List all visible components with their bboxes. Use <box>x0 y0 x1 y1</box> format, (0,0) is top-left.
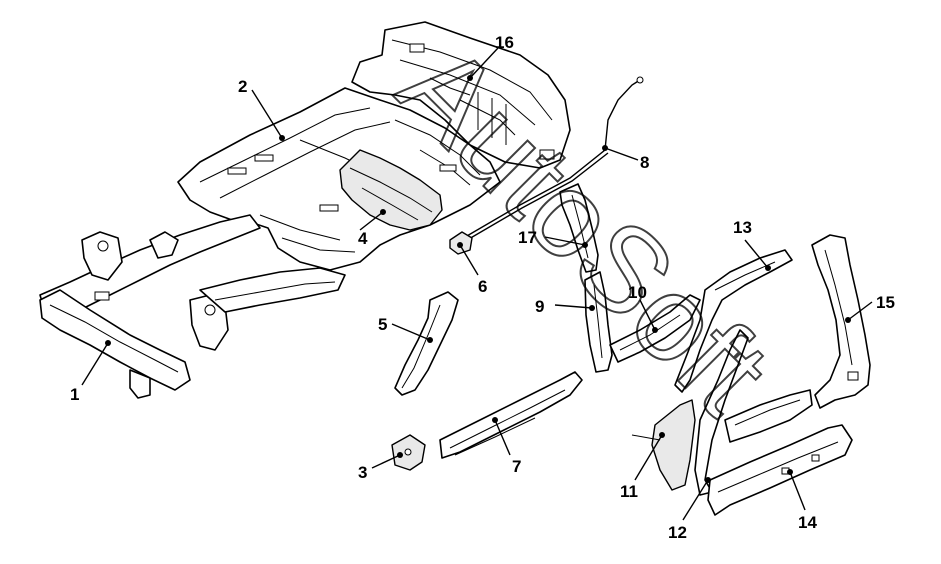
callout-7: 7 <box>512 457 521 476</box>
front-pillar-part-5[interactable] <box>394 291 459 396</box>
callout-16: 16 <box>495 33 514 52</box>
callout-13: 13 <box>733 218 752 237</box>
b-pillar-inner-part-12[interactable] <box>694 329 813 496</box>
callout-4: 4 <box>358 229 368 248</box>
callout-11: 11 <box>620 482 638 501</box>
side-sill-part-7[interactable] <box>439 371 583 459</box>
front-frame-part-1[interactable] <box>39 214 346 399</box>
rear-floor-panel-part-16[interactable] <box>351 21 571 169</box>
callout-3: 3 <box>358 463 367 482</box>
center-bracket-part-4[interactable] <box>339 149 443 231</box>
callout-8: 8 <box>640 153 649 172</box>
callout-1: 1 <box>70 385 79 404</box>
rocker-panel-part-14[interactable] <box>707 424 853 516</box>
callout-12: 12 <box>668 523 687 542</box>
callout-5: 5 <box>378 315 387 334</box>
bracket-part-3[interactable] <box>391 434 426 471</box>
callout-2: 2 <box>238 77 247 96</box>
watermark: AutoSoft <box>373 18 795 440</box>
center-pillar-part-9[interactable] <box>584 271 613 373</box>
callout-6: 6 <box>478 277 487 296</box>
callout-15: 15 <box>876 293 895 312</box>
rear-pillar-part-15[interactable] <box>811 234 871 409</box>
leader-lines <box>81 47 873 521</box>
lower-panel-part-11[interactable] <box>631 399 696 491</box>
callout-10: 10 <box>628 283 647 302</box>
callout-14: 14 <box>798 513 817 532</box>
callout-17: 17 <box>518 228 537 247</box>
cable-part-8[interactable] <box>459 76 644 244</box>
callout-9: 9 <box>535 297 544 316</box>
callout-labels: 1 2 3 4 5 6 7 8 9 10 11 12 13 14 15 16 1… <box>70 33 895 542</box>
roof-side-rail-part-13[interactable] <box>674 249 793 393</box>
watermark-text: AutoSoft <box>374 19 794 439</box>
